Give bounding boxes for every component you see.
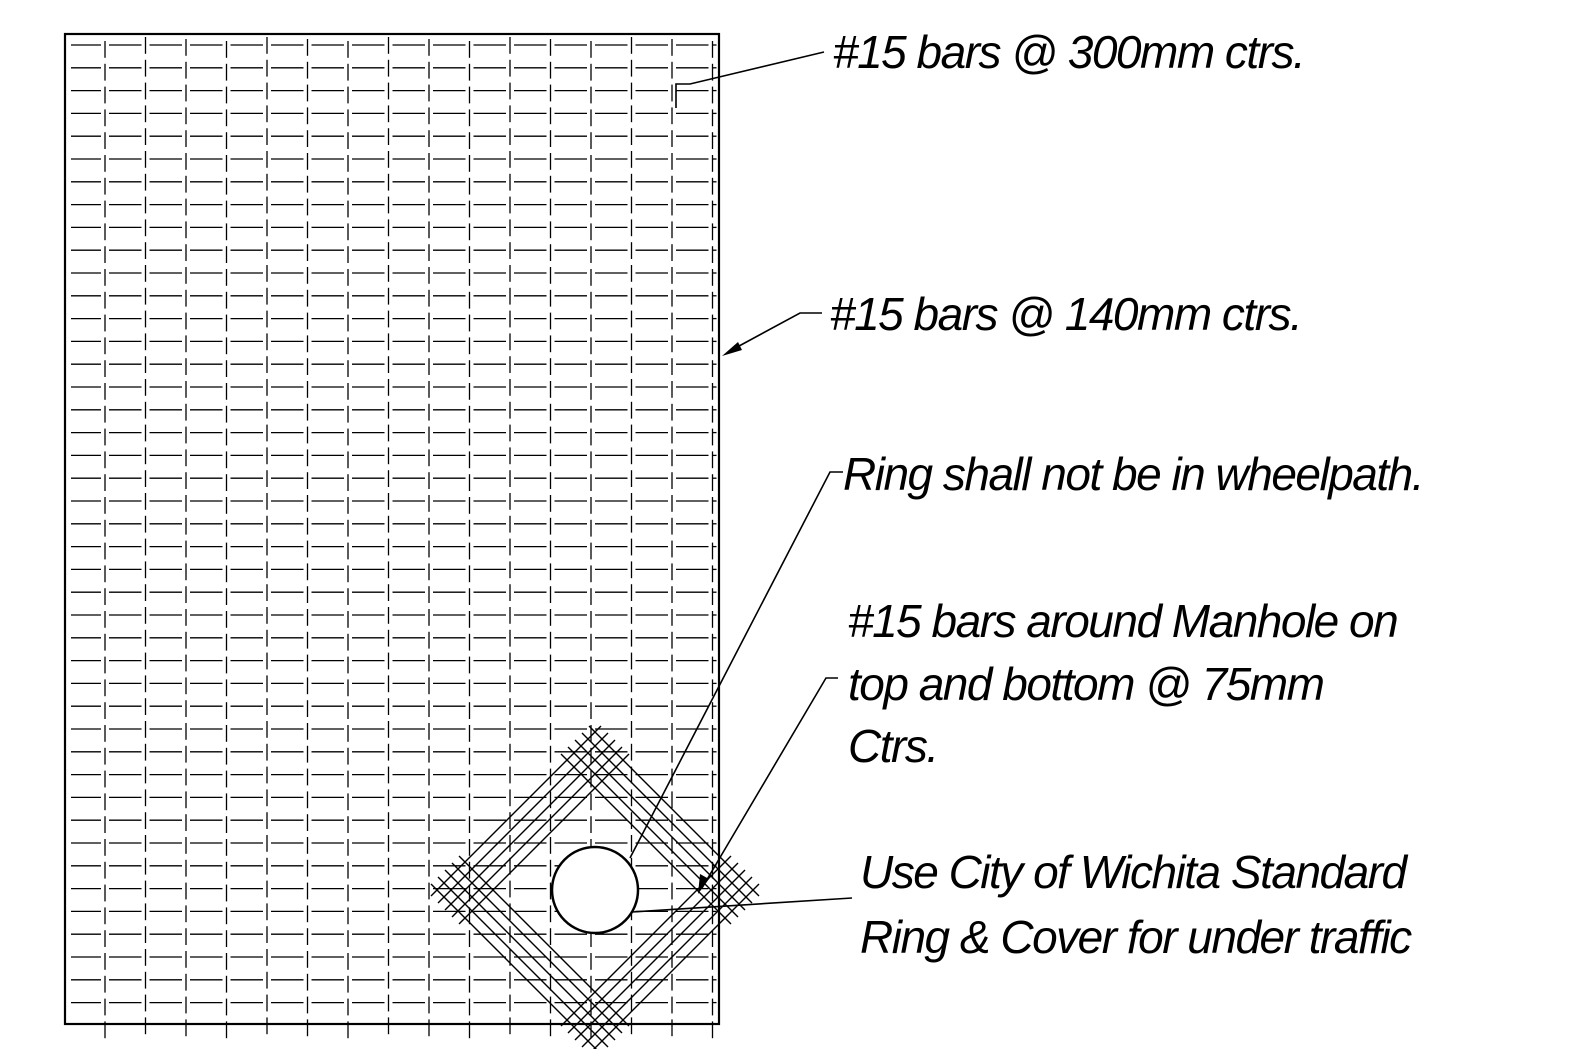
diagonal-bar [593,883,760,1049]
note-manhole-bars-line-3: Ctrs. [848,720,938,772]
diagonal-bar [581,876,753,1048]
diagonal-bar [581,732,753,904]
diagonal-bar [588,725,760,897]
leader-lines [629,51,853,913]
diagonal-bar [444,869,616,1041]
arrow-manhole-bars [698,874,709,894]
diagonal-bar [444,739,616,911]
note-ring-cover-line-1: Use City of Wichita Standard [860,846,1409,898]
manhole-diagonal-bars [430,725,760,1049]
note-ring-cover-line-2: Ring & Cover for under traffic [860,911,1412,963]
note-bars-140: #15 bars @ 140mm ctrs. [830,288,1301,340]
diagonal-bar [451,862,623,1034]
note-ring-wheelpath: Ring shall not be in wheelpath. [843,448,1423,500]
note-manhole-bars-line-1: #15 bars around Manhole on [848,595,1397,647]
note-manhole-bars-line-2: top and bottom @ 75mm [848,658,1324,710]
diagonal-bar [458,753,630,925]
diagonal-bar [437,876,609,1048]
rebar-grid [71,37,717,1039]
note-bars-300: #15 bars @ 300mm ctrs. [833,26,1304,78]
leader-manhole-bars [701,677,838,889]
diagonal-bar [430,883,597,1049]
diagonal-bar [560,753,732,925]
leader-ring-cover [631,897,853,913]
diagonal-bar [574,739,746,911]
leader-140 [727,312,822,353]
diagonal-bar [567,746,739,918]
slab-outline [63,32,721,1026]
diagonal-bar [451,746,623,918]
diagonal-bar [437,732,609,904]
leader-arrowheads [698,342,742,894]
leader-300 [675,51,825,108]
leader-wheelpath [629,471,843,859]
diagonal-bar [567,862,739,1034]
diagonal-bar [430,725,602,897]
manhole-ring-opening [550,845,640,935]
diagonal-bar [458,855,630,1027]
diagonal-bar [574,869,746,1041]
arrow-140 [722,342,742,356]
